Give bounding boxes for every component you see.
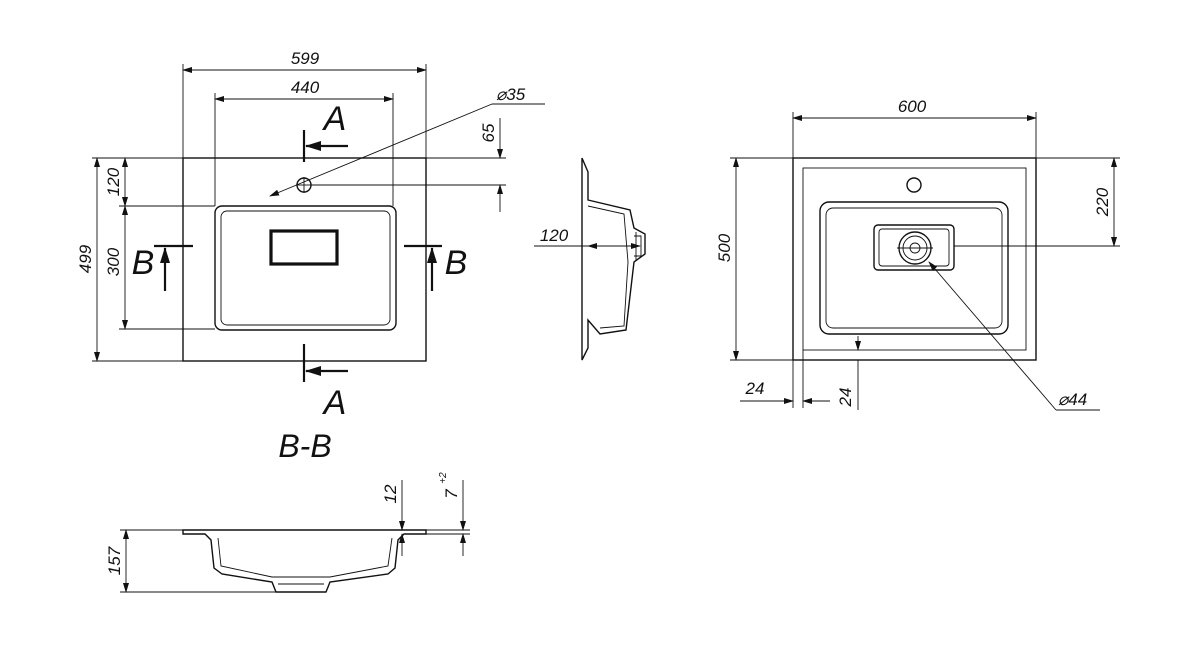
dim-drain-diameter: ⌀44 bbox=[1058, 390, 1087, 409]
dim-rim-height: 12 bbox=[381, 484, 400, 503]
drain-box bbox=[873, 224, 955, 271]
section-bb-profile bbox=[182, 529, 427, 593]
dim-edge-margin-x: 24 bbox=[745, 379, 765, 398]
dim-overall-depth: 499 bbox=[76, 244, 95, 273]
section-bb: B-B 157 12 7 +2 bbox=[105, 428, 470, 593]
dim-front-to-bowl: 120 bbox=[104, 167, 123, 196]
bowl-outline bbox=[214, 205, 397, 331]
plan-outline bbox=[792, 157, 1037, 361]
plan-tap-hole bbox=[906, 177, 922, 193]
dim-drain-offset: 220 bbox=[1093, 187, 1112, 217]
dim-total-height: 157 bbox=[105, 546, 124, 575]
plan-view: 600 500 220 24 24 ⌀44 bbox=[715, 97, 1120, 411]
dim-tap-offset: 65 bbox=[479, 123, 498, 142]
section-a-top-label: A bbox=[322, 100, 347, 138]
top-view: 599 440 ⌀35 65 499 120 300 A bbox=[76, 49, 545, 422]
dim-tolerance-sup: +2 bbox=[438, 472, 449, 484]
dim-plan-depth: 500 bbox=[715, 233, 734, 262]
section-a-bottom-label: A bbox=[322, 384, 347, 422]
plan-bowl bbox=[819, 201, 1009, 335]
dim-plan-width: 600 bbox=[898, 97, 927, 116]
dim-bowl-width: 440 bbox=[291, 78, 320, 97]
dim-edge-margin-y: 24 bbox=[836, 388, 855, 408]
overflow-slot bbox=[269, 229, 339, 266]
dim-overall-width: 599 bbox=[291, 49, 320, 68]
dim-bowl-depth: 300 bbox=[104, 247, 123, 276]
dim-tap-hole-diameter: ⌀35 bbox=[496, 85, 526, 104]
section-bb-title: B-B bbox=[278, 428, 331, 464]
dim-section-depth: 120 bbox=[540, 226, 569, 245]
section-b-right-label: B bbox=[445, 244, 468, 282]
dim-tolerance-base: 7 bbox=[442, 489, 461, 499]
section-aa-profile: 120 bbox=[534, 157, 646, 361]
section-b-left-label: B bbox=[132, 244, 155, 282]
